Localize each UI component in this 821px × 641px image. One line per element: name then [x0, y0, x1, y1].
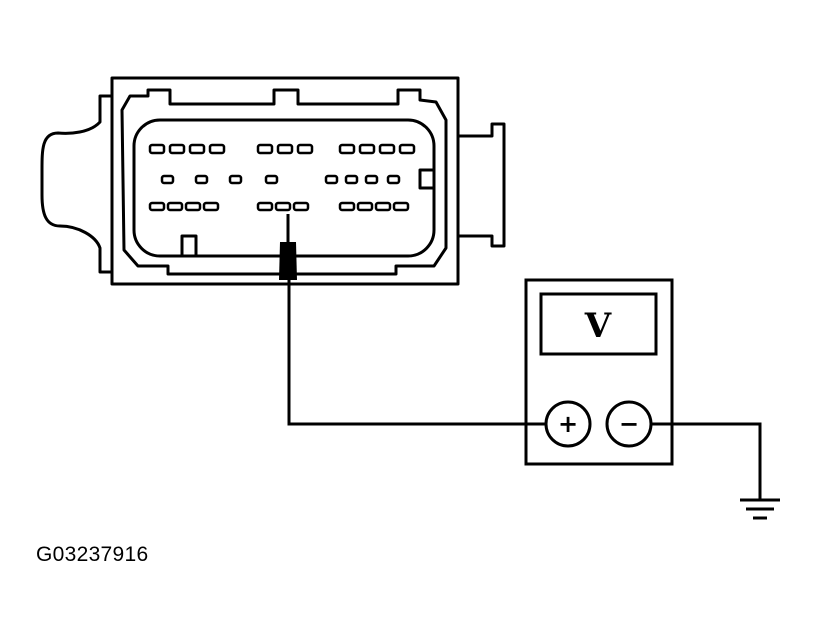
- terminal-pin: [358, 143, 376, 155]
- ground-icon: [740, 498, 780, 520]
- terminal-pin: [338, 143, 356, 155]
- terminal-pin: [338, 201, 356, 212]
- connector-side-key: [418, 168, 436, 190]
- terminal-pin: [398, 143, 416, 155]
- voltmeter: V + −: [524, 278, 674, 466]
- terminal-pin: [256, 201, 274, 212]
- terminal-cavity: [132, 118, 436, 258]
- terminal-pin: [166, 201, 184, 212]
- terminal-pin: [386, 174, 401, 185]
- terminal-pin: [264, 174, 279, 185]
- negative-lead: [651, 422, 762, 500]
- back-probe: [279, 214, 297, 280]
- terminal-pin: [188, 143, 206, 155]
- terminal-pin: [392, 201, 410, 212]
- positive-terminal-sign: +: [558, 410, 578, 438]
- terminal-pin: [194, 174, 209, 185]
- terminal-pin: [168, 143, 186, 155]
- terminal-pin: [256, 143, 274, 155]
- terminal-pin: [202, 201, 220, 212]
- voltmeter-display: [539, 292, 658, 356]
- voltmeter-display-label: V: [584, 306, 612, 346]
- positive-lead: [287, 280, 546, 426]
- terminal-pin: [228, 174, 243, 185]
- terminal-pin: [296, 143, 314, 155]
- negative-terminal-sign: −: [619, 410, 639, 438]
- connector-inner-frame: [120, 88, 448, 276]
- connector-latch: [40, 94, 112, 274]
- connector-bottom-key: [180, 234, 198, 256]
- terminal-pin: [148, 201, 166, 212]
- terminal-pin: [324, 174, 339, 185]
- connector-side-tab: [458, 122, 506, 248]
- terminal-pins: [148, 143, 416, 212]
- terminal-pin: [184, 201, 202, 212]
- terminal-pin: [344, 174, 359, 185]
- electrical-connector: [40, 76, 506, 286]
- terminal-pin: [276, 143, 294, 155]
- terminal-pin: [160, 174, 175, 185]
- terminal-pin: [364, 174, 379, 185]
- terminal-pin: [292, 201, 310, 212]
- terminal-pin: [274, 201, 292, 212]
- terminal-pin: [356, 201, 374, 212]
- terminal-pin: [374, 201, 392, 212]
- connector-housing: [110, 76, 460, 286]
- test-leads: [287, 280, 762, 500]
- figure-id: G03237916: [36, 543, 149, 566]
- terminal-pin: [148, 143, 166, 155]
- terminal-pin: [208, 143, 226, 155]
- terminal-pin: [378, 143, 396, 155]
